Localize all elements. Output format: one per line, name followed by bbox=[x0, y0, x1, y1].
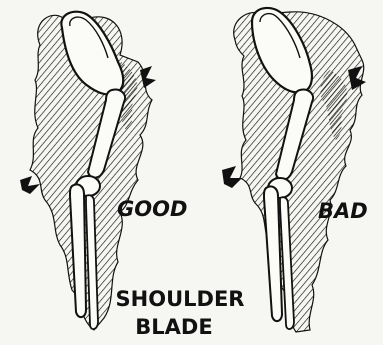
bad-label: BAD bbox=[318, 199, 368, 223]
caption-line-2: BLADE bbox=[135, 315, 212, 339]
good-label: GOOD bbox=[117, 197, 187, 221]
bad-posture-figure: BAD bbox=[222, 8, 368, 332]
good-posture-figure: GOOD bbox=[20, 12, 187, 330]
good-forearm-bone-1 bbox=[70, 184, 86, 317]
good-jagged-edge-left bbox=[20, 176, 40, 194]
bad-jagged-edge-left bbox=[222, 166, 242, 188]
caption-line-1: SHOULDER bbox=[116, 287, 245, 311]
